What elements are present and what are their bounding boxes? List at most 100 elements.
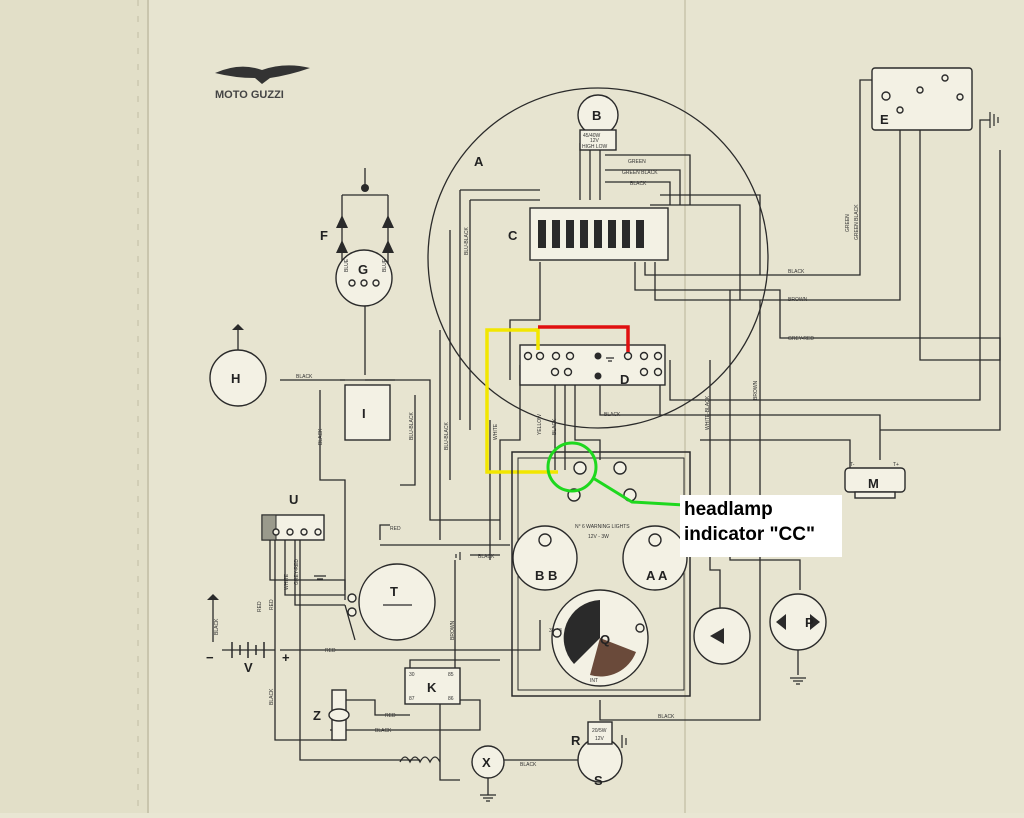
label-S: S — [594, 773, 603, 788]
label-E: E — [880, 112, 889, 127]
svg-text:HIGH LOW: HIGH LOW — [582, 144, 608, 150]
left-fold-panel — [0, 0, 148, 813]
highlight-circle-CC — [546, 441, 598, 493]
wire-label-red-1: RED — [390, 526, 401, 532]
label-P: P — [805, 615, 814, 630]
wiring-harness — [269, 79, 1001, 781]
wire-label-brown: BROWN — [788, 297, 808, 303]
label-K: K — [427, 680, 437, 695]
component-X: X — [471, 745, 505, 795]
component-M: M T- T+ — [844, 462, 906, 499]
label-H: H — [231, 371, 240, 386]
callout-leader-line — [592, 476, 685, 507]
horn-G: G — [335, 249, 393, 307]
headlamp-circle-A — [427, 87, 769, 429]
horn-switch-F: F — [320, 168, 394, 270]
svg-text:12V: 12V — [590, 138, 600, 144]
warning-lights-title: N° 6 WARNING LIGHTS — [575, 524, 630, 530]
wire-label-green-black-2: GREEN BLACK — [854, 204, 860, 240]
wire-label-white: WHITE — [493, 423, 499, 440]
wire-label-black-11: BLACK — [214, 618, 220, 635]
label-Z: Z — [313, 708, 321, 723]
wire-label-blu-black-1: BLU-BLACK — [464, 227, 470, 255]
wire-label-grey-red-2: GREY-RED — [294, 559, 300, 585]
coil — [399, 756, 441, 764]
wire-label-black-7: BLACK — [520, 762, 537, 768]
wire-label-red-5: RED — [257, 601, 263, 612]
svg-text:−: − — [206, 650, 214, 665]
regulator-E: E — [871, 67, 973, 131]
svg-text:30: 30 — [409, 672, 415, 678]
headlamp-indicator-callout: headlamp indicator "CC" — [680, 495, 842, 557]
label-M: M — [868, 476, 879, 491]
svg-text:20/5W: 20/5W — [592, 728, 607, 734]
label-BB: B B — [535, 568, 557, 583]
wire-label-blue-1: BLUE — [344, 258, 350, 272]
battery-V: V − + — [206, 594, 290, 675]
wire-label-black-4: BLACK — [604, 412, 621, 418]
label-AA: A A — [646, 568, 668, 583]
fuse-box-C: C — [508, 207, 669, 261]
svg-text:B: B — [592, 108, 601, 123]
warning-lights-rating: 12V - 3W — [588, 534, 609, 540]
wire-label-black-9: BLACK — [552, 418, 558, 435]
alternator-T: T — [347, 563, 436, 641]
wire-label-red-2: RED — [325, 648, 336, 654]
red-highlight-wire — [538, 325, 630, 352]
label-Q: Q — [600, 632, 610, 647]
label-I: I — [362, 406, 366, 421]
wire-label-green-black: GREEN BLACK — [622, 170, 658, 176]
label-A: A — [474, 154, 484, 169]
wire-label-grey-red: GREY-RED — [788, 336, 814, 342]
label-U: U — [289, 492, 298, 507]
wire-label-green: GREEN — [628, 159, 646, 165]
ground-symbols — [314, 112, 999, 802]
wire-label-black-1: BLACK — [630, 181, 647, 187]
wire-label-red-4: RED — [269, 599, 275, 610]
label-C: C — [508, 228, 518, 243]
wire-label-blu-black-3: BLU-BLACK — [409, 412, 415, 440]
svg-text:85: 85 — [448, 672, 454, 678]
wire-label-black-6: BLACK — [375, 728, 392, 734]
component-Z: Z — [313, 689, 350, 741]
wire-label-brown-2: BROWN — [753, 380, 759, 400]
wire-label-black-5: BLACK — [478, 554, 495, 560]
label-V: V — [244, 660, 253, 675]
label-F: F — [320, 228, 328, 243]
wire-label-white-2: WHITE — [284, 573, 290, 590]
wire-label-black-12: BLACK — [318, 428, 324, 445]
component-H: H — [209, 324, 267, 407]
svg-text:T-: T- — [850, 462, 855, 468]
callout-line-2: indicator "CC" — [684, 524, 815, 545]
wire-label-blue-2: BLUE — [382, 258, 388, 272]
switch-near-P — [693, 607, 751, 665]
wire-label-brown-3: BROWN — [450, 620, 456, 640]
component-P: P — [769, 593, 827, 675]
terminal-block-D: D — [519, 344, 666, 387]
yellow-highlight-wire — [485, 328, 558, 474]
brand-text: MOTO GUZZI — [215, 89, 284, 101]
bulb-B: B 45/40W 12V HIGH LOW — [577, 94, 619, 151]
svg-text:T+: T+ — [893, 462, 899, 468]
label-T: T — [390, 584, 398, 599]
wire-label-white-black: WHITE-BLACK — [705, 395, 711, 430]
svg-text:12V: 12V — [595, 736, 605, 742]
tail-lamp-S: 20/5W 12V S R — [571, 721, 623, 788]
wire-label-red-3: RED — [385, 713, 396, 719]
ignition-coil-I: I — [340, 379, 395, 441]
svg-text:+: + — [282, 650, 290, 665]
wire-label-blu-black-2: BLU-BLACK — [444, 422, 450, 450]
wire-label-black-2: BLACK — [788, 269, 805, 275]
switch-U: U — [261, 492, 325, 541]
wire-label-black-8: BLACK — [658, 714, 675, 720]
svg-text:INT: INT — [590, 678, 598, 684]
dashboard-panel: N° 6 WARNING LIGHTS 12V - 3W B B A A Q 3… — [511, 451, 691, 697]
label-R: R — [571, 733, 581, 748]
svg-text:45/40W: 45/40W — [583, 133, 601, 139]
relay-K: K 30 85 87 86 — [404, 667, 461, 705]
svg-text:86: 86 — [448, 696, 454, 702]
callout-line-1: headlamp — [684, 499, 773, 520]
svg-text:87: 87 — [409, 696, 415, 702]
